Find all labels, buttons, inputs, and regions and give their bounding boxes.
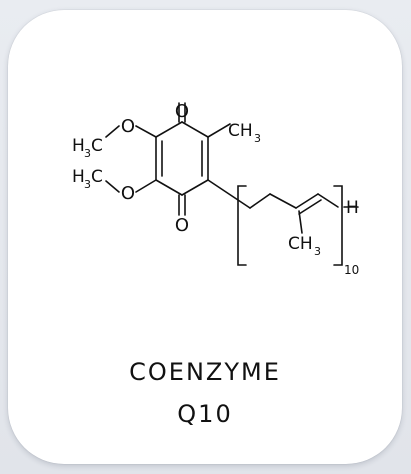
methoxy-bottom-carbon-bond: [105, 180, 120, 193]
repeat-bracket-left: [237, 185, 247, 266]
methoxy-bottom-subscript: 3: [84, 178, 91, 191]
chain-methyl-bond: [298, 210, 303, 234]
methoxy-bottom-h-label: H: [72, 167, 85, 187]
chain-double-bond-a: [295, 193, 319, 209]
structural-formula: O O O H 3 C O H 3 C CH 3 CH 3 H 10: [8, 10, 402, 310]
methoxy-top-oxygen-label: O: [121, 116, 135, 137]
compound-card: O O O H 3 C O H 3 C CH 3 CH 3 H 10 COENZ…: [8, 10, 402, 464]
terminal-h-label: H: [346, 198, 359, 218]
oxygen-top-label: O: [175, 101, 189, 122]
methoxy-top-carbon-bond: [105, 125, 120, 138]
methoxy-top-c-label: C: [91, 136, 103, 156]
coenzyme-q10-structure: O O O H 3 C O H 3 C CH 3 CH 3 H 10: [72, 101, 359, 277]
methoxy-top-ring-bond: [135, 125, 157, 138]
chain-methyl-subscript: 3: [314, 245, 321, 258]
ring-methyl-bond: [207, 123, 231, 138]
ring-bond-bottom-left: [155, 179, 183, 196]
chain-bond-4: [317, 193, 339, 208]
compound-name-line-2: Q10: [177, 400, 233, 428]
chain-methyl-label: CH: [288, 234, 313, 254]
oxygen-bottom-label: O: [175, 215, 189, 236]
ring-bond-top-left: [155, 121, 183, 138]
repeat-count-label: 10: [344, 263, 359, 277]
methoxy-bottom-c-label: C: [91, 167, 103, 187]
methoxy-bottom-oxygen-label: O: [121, 183, 135, 204]
repeat-bracket-right: [333, 185, 343, 266]
compound-name-line-1: COENZYME: [129, 358, 281, 386]
ring-bond-bottom-right: [181, 179, 209, 196]
ring-methyl-subscript: 3: [254, 132, 261, 145]
chain-bond-3: [269, 193, 297, 209]
chain-bond-1: [207, 179, 251, 209]
ring-methyl-label: CH: [228, 121, 253, 141]
methoxy-top-h-label: H: [72, 136, 85, 156]
methoxy-top-subscript: 3: [84, 147, 91, 160]
ring-bond-top-right: [181, 121, 209, 138]
chain-bond-2: [249, 193, 271, 209]
chain-double-bond-b: [298, 199, 322, 215]
methoxy-bottom-ring-bond: [135, 179, 157, 193]
